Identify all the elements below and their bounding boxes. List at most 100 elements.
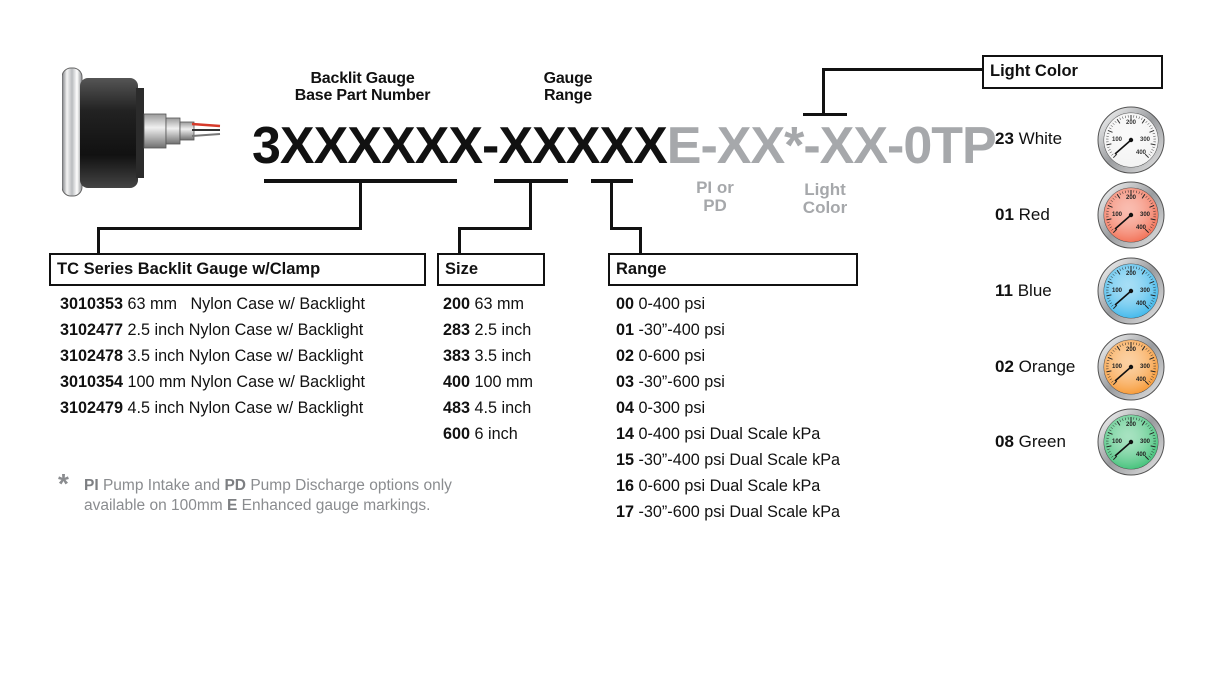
gauge-tick xyxy=(1112,122,1115,125)
gauge-tick xyxy=(1119,344,1122,348)
gauge-dial-number: 400 xyxy=(1136,150,1147,156)
gauge-tick xyxy=(1108,300,1111,302)
item-desc: Red xyxy=(1018,205,1050,224)
item-code: 11 xyxy=(995,281,1013,300)
gauge-tick xyxy=(1122,418,1124,421)
gauge-dial-number: 300 xyxy=(1140,288,1151,294)
list-item: 15 -30”-400 psi Dual Scale kPa xyxy=(616,447,840,473)
light-color-item-orange: 02 Orange xyxy=(995,357,1075,377)
gauge-tick xyxy=(1145,120,1148,124)
item-code: 02 xyxy=(616,347,635,365)
gauge-tick xyxy=(1106,218,1112,221)
gauge-tick xyxy=(1149,129,1155,133)
gauge-tick xyxy=(1141,420,1146,426)
gauge-tick xyxy=(1110,125,1113,127)
gauge-tick xyxy=(1106,445,1112,448)
gauge-tick xyxy=(1152,297,1155,299)
item-desc: -30”-600 psi xyxy=(638,373,725,391)
item-code: 14 xyxy=(616,425,635,443)
gauge-tick xyxy=(1150,370,1156,373)
gauge-tick xyxy=(1109,453,1112,456)
gauge-tick xyxy=(1112,153,1118,159)
part-number-template: 3XXXXXX-XXXXXE-XX*-XX-0TP xyxy=(252,117,997,175)
gauge-tick xyxy=(1112,380,1118,386)
gauge-dial-number: 200 xyxy=(1126,195,1137,201)
gauge-tick xyxy=(1151,451,1154,453)
gauge-tick xyxy=(1124,115,1126,119)
gauge-tick xyxy=(1144,455,1150,461)
sub-label-line: Color xyxy=(802,198,848,217)
connector xyxy=(639,227,642,254)
gauge-tick xyxy=(1109,127,1112,130)
gauge-tick xyxy=(1111,455,1114,458)
gauge-tick xyxy=(1148,153,1151,156)
gauge-tick xyxy=(1110,352,1113,354)
gauge-tick xyxy=(1145,271,1148,275)
gauge-tick xyxy=(1147,273,1150,276)
gauge-tick xyxy=(1138,116,1140,119)
item-code: 23 xyxy=(995,129,1014,148)
item-code: 01 xyxy=(995,205,1014,224)
part-number-prefix: 3XXXXXX-XXXXX xyxy=(252,117,668,175)
gauge-needle xyxy=(1114,441,1132,457)
connector xyxy=(822,68,982,71)
gauge-tick xyxy=(1140,419,1143,423)
gauge-tick xyxy=(1106,434,1110,437)
gauge-tick xyxy=(1106,370,1112,373)
item-code: 383 xyxy=(443,347,471,365)
gauge-tick xyxy=(1116,269,1121,275)
connector xyxy=(359,183,362,229)
gauge-tick xyxy=(1106,132,1110,135)
gauge-tick xyxy=(1149,427,1152,429)
light-color-box: Light Color xyxy=(982,55,1163,89)
item-desc: 63 mm xyxy=(474,295,524,313)
footnote-line: PI Pump Intake and PD Pump Discharge opt… xyxy=(84,476,452,496)
gauge-dial-number: 400 xyxy=(1136,452,1147,458)
header-line: Range xyxy=(544,87,592,104)
gauge-tick xyxy=(1141,269,1146,275)
gauge-tick xyxy=(1141,193,1146,199)
list-item: 00 0-400 psi xyxy=(616,291,840,317)
gauge-tick xyxy=(1138,191,1140,194)
note-pi: PI xyxy=(84,477,99,494)
footnote: PI Pump Intake and PD Pump Discharge opt… xyxy=(84,476,452,516)
gauge-tick xyxy=(1152,359,1156,362)
gauge-tick xyxy=(1151,224,1154,226)
list-item: 02 0-600 psi xyxy=(616,343,840,369)
list-item: 3010354 100 mm Nylon Case w/ Backlight xyxy=(60,369,365,395)
item-code: 3102477 xyxy=(60,321,124,339)
item-code: 400 xyxy=(443,373,471,391)
note-asterisk: * xyxy=(58,468,69,499)
gauge-tick xyxy=(1152,373,1155,375)
item-desc: 63 mm Nylon Case w/ Backlight xyxy=(127,295,366,313)
light-color-item-red: 01 Red xyxy=(995,205,1050,225)
gauge-tick xyxy=(1138,418,1140,421)
gauge-tick xyxy=(1112,273,1115,276)
header-line: Backlit Gauge xyxy=(310,70,415,87)
item-code: 200 xyxy=(443,295,471,313)
sub-label-line: PI or xyxy=(696,178,734,197)
gauge-dial-number: 400 xyxy=(1136,225,1147,231)
list-item: 483 4.5 inch xyxy=(443,395,533,421)
gauge-tick xyxy=(1149,280,1155,284)
gauge-tick xyxy=(1149,200,1152,202)
gauge-hub xyxy=(1128,364,1134,370)
gauge-tick xyxy=(1124,266,1126,270)
gauge-tick xyxy=(1148,455,1151,458)
list-item: 3102478 3.5 inch Nylon Case w/ Backlight xyxy=(60,343,365,369)
gauge-tick xyxy=(1107,204,1113,208)
series-box: TC Series Backlit Gauge w/Clamp xyxy=(49,253,426,286)
gauge-tick xyxy=(1107,146,1110,148)
gauge-tick xyxy=(1124,417,1126,421)
item-desc: 0-300 psi xyxy=(638,399,706,417)
item-code: 3010353 xyxy=(60,295,124,313)
header-line: Gauge xyxy=(543,70,593,87)
gauge-tick xyxy=(1112,228,1118,234)
gauge-tick xyxy=(1108,451,1111,453)
note-pd: PD xyxy=(224,477,247,494)
gauge-dial-number: 100 xyxy=(1112,439,1123,445)
gauge-tick xyxy=(1106,294,1112,297)
gauge-tick xyxy=(1116,193,1121,199)
gauge-tick xyxy=(1145,195,1148,199)
light-color-item-blue: 11 Blue xyxy=(995,281,1052,301)
